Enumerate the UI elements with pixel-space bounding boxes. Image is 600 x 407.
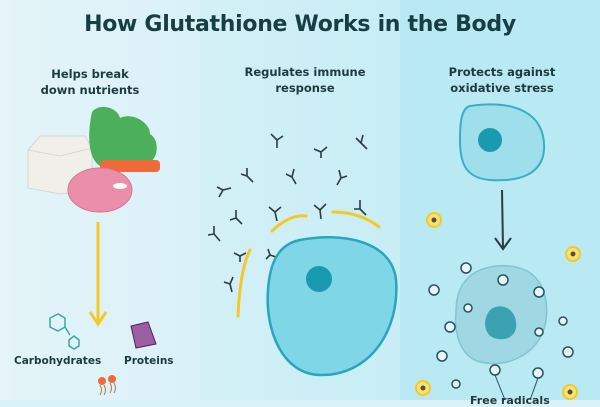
yellow-binding-arcs bbox=[236, 210, 381, 318]
heading-immune: Regulates immune response bbox=[205, 64, 405, 96]
label-proteins: Proteins bbox=[124, 355, 174, 367]
label-carbohydrates: Carbohydrates bbox=[14, 355, 102, 367]
pointer-lines bbox=[494, 374, 539, 400]
heading-nutrients: Helps break down nutrients bbox=[0, 66, 190, 98]
protein-icon bbox=[130, 321, 157, 349]
glutathione-icons bbox=[415, 212, 581, 400]
heading-line: Protects against bbox=[448, 65, 556, 79]
heading-line: oxidative stress bbox=[450, 81, 554, 95]
free-radical-icons bbox=[428, 262, 574, 389]
heading-line: Helps break bbox=[51, 67, 129, 81]
heading-line: down nutrients bbox=[40, 83, 140, 97]
damaged-cell-icon bbox=[454, 265, 548, 365]
lipid-icon bbox=[98, 375, 116, 396]
yellow-arrow-icon bbox=[88, 222, 108, 327]
heading-line: Regulates immune bbox=[244, 65, 366, 79]
heading-line: response bbox=[275, 81, 335, 95]
page-title: How Glutathione Works in the Body bbox=[84, 12, 516, 37]
immune-cell-icon bbox=[266, 236, 398, 377]
heading-oxidative: Protects against oxidative stress bbox=[402, 64, 600, 96]
antibody-icons bbox=[207, 133, 368, 293]
beet-leaves-icon bbox=[89, 106, 160, 172]
meat-icon bbox=[67, 167, 133, 213]
healthy-cell-icon bbox=[458, 103, 546, 182]
down-arrow-icon bbox=[494, 189, 512, 251]
carbohydrate-molecule-icon bbox=[49, 313, 80, 350]
label-free-radicals: Free radicals bbox=[470, 394, 550, 407]
